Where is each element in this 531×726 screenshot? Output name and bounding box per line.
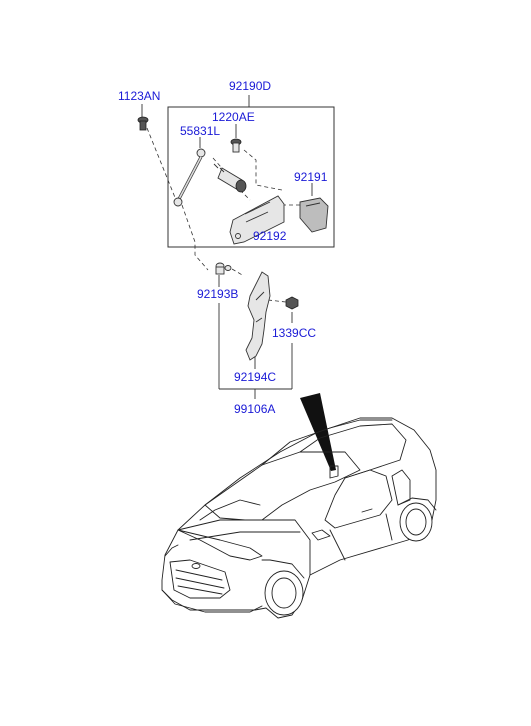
label-92193B[interactable]: 92193B [197, 287, 239, 301]
sensor-actuator-part [213, 163, 247, 193]
screw-1220AE-part [230, 138, 242, 153]
assembly-92190D-box [167, 95, 335, 248]
label-1220AE[interactable]: 1220AE [212, 110, 255, 124]
bolt-1123AN-part [137, 116, 149, 131]
link-rod-55831L-part [173, 148, 206, 207]
connector-92191-part [299, 197, 329, 233]
bracket-92194C-part [245, 271, 271, 361]
label-1339CC[interactable]: 1339CC [272, 326, 317, 340]
label-92192[interactable]: 92192 [253, 229, 287, 243]
label-55831L[interactable]: 55831L [180, 124, 221, 138]
label-92194C[interactable]: 92194C [234, 370, 277, 384]
label-1123AN[interactable]: 1123AN [118, 89, 161, 103]
label-99106A[interactable]: 99106A [234, 402, 276, 416]
nut-1339CC-part [285, 296, 299, 310]
car-illustration [161, 417, 437, 619]
label-92190D[interactable]: 92190D [229, 79, 272, 93]
stud-92193B-part [215, 262, 232, 275]
label-92191[interactable]: 92191 [294, 170, 328, 184]
assembly-99106A-bracket [218, 303, 293, 399]
bracket-92192-part [229, 195, 285, 245]
